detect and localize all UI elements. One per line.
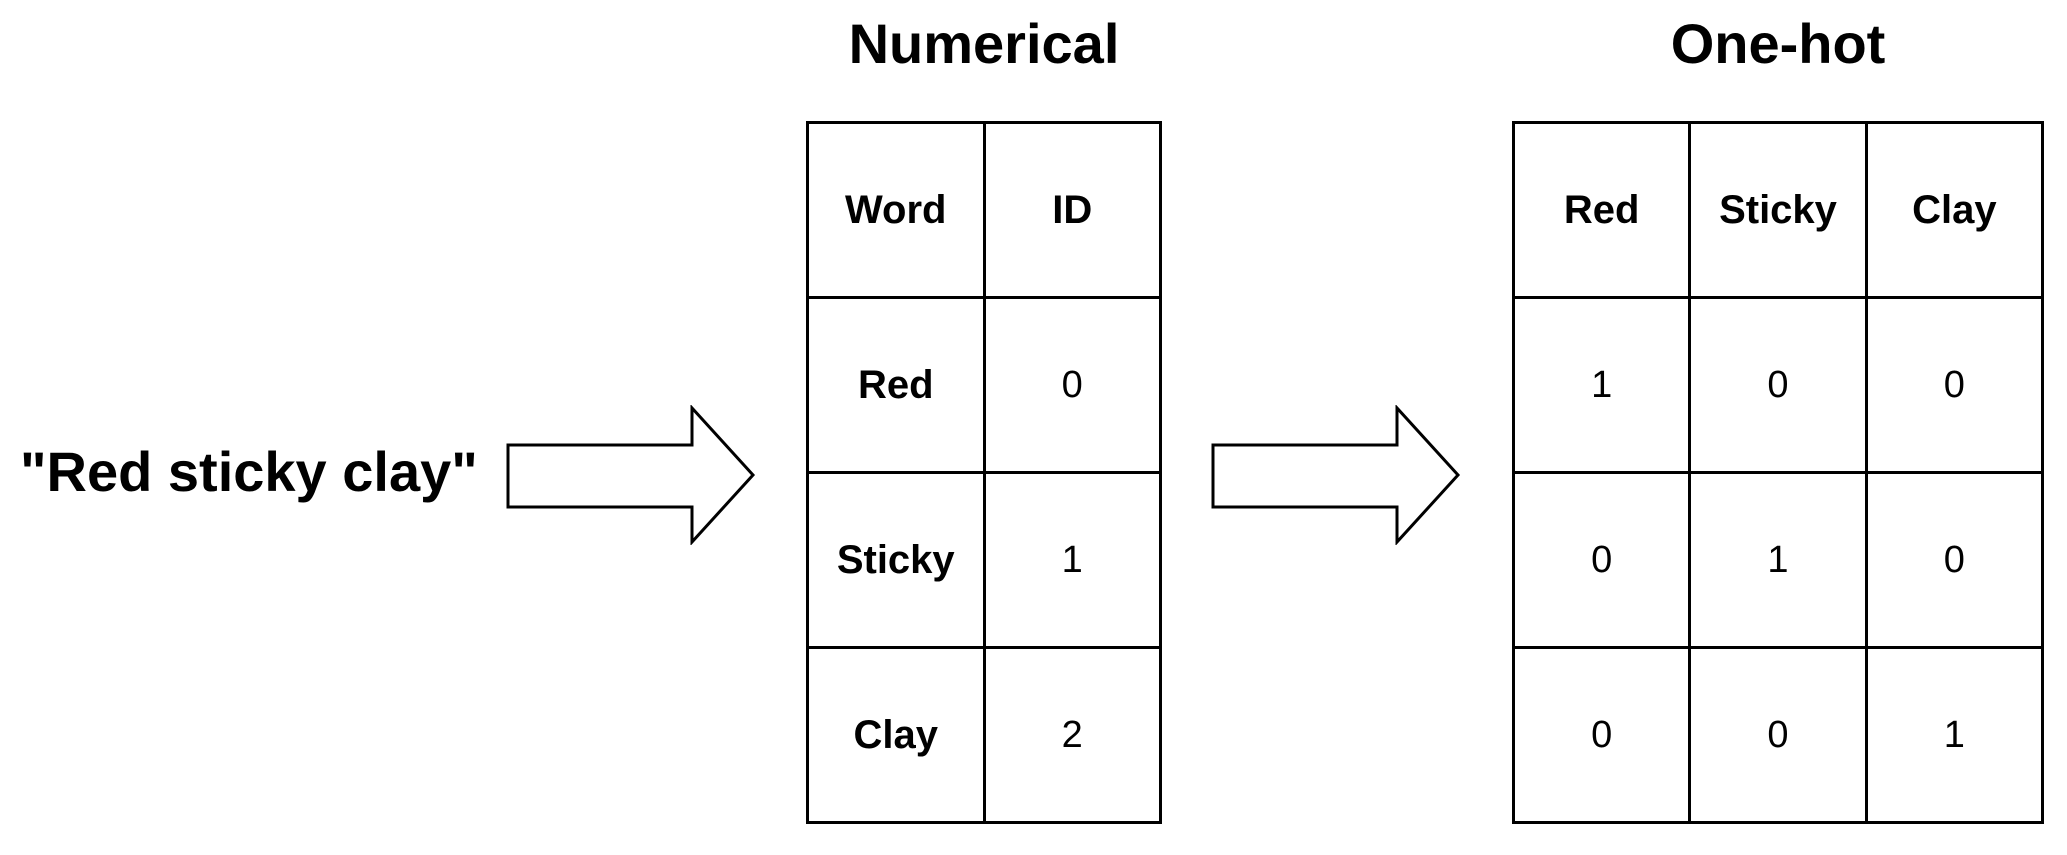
word-cell: Red bbox=[806, 296, 986, 474]
one-hot-cell: 0 bbox=[1688, 646, 1868, 824]
word-cell: Clay bbox=[806, 646, 986, 824]
one-hot-cell: 0 bbox=[1511, 646, 1692, 824]
column-header-sticky: Sticky bbox=[1688, 121, 1868, 299]
table-row: Sticky 1 bbox=[806, 471, 1162, 649]
table-row: 0 1 0 bbox=[1511, 471, 2045, 649]
table-row: 0 0 1 bbox=[1511, 646, 2045, 824]
id-cell: 1 bbox=[982, 471, 1162, 649]
one-hot-cell: 1 bbox=[1864, 646, 2045, 824]
input-phrase: "Red sticky clay" bbox=[20, 440, 478, 503]
column-header-word: Word bbox=[806, 121, 986, 299]
table-header-row: Word ID bbox=[806, 121, 1162, 299]
word-cell: Sticky bbox=[806, 471, 986, 649]
table-row: Clay 2 bbox=[806, 646, 1162, 824]
one-hot-cell: 1 bbox=[1688, 471, 1868, 649]
column-header-clay: Clay bbox=[1864, 121, 2045, 299]
one-hot-cell: 0 bbox=[1864, 471, 2045, 649]
id-cell: 0 bbox=[982, 296, 1162, 474]
one-hot-cell: 0 bbox=[1511, 471, 1692, 649]
right-arrow-icon bbox=[1211, 405, 1461, 545]
one-hot-title: One-hot bbox=[1670, 12, 1886, 75]
id-cell: 2 bbox=[982, 646, 1162, 824]
one-hot-table: Red Sticky Clay 1 0 0 0 1 0 0 0 1 bbox=[1511, 121, 2045, 824]
column-header-red: Red bbox=[1511, 121, 1692, 299]
table-header-row: Red Sticky Clay bbox=[1511, 121, 2045, 299]
numerical-table: Word ID Red 0 Sticky 1 Clay 2 bbox=[806, 121, 1162, 824]
one-hot-cell: 1 bbox=[1511, 296, 1692, 474]
one-hot-cell: 0 bbox=[1864, 296, 2045, 474]
one-hot-cell: 0 bbox=[1688, 296, 1868, 474]
table-row: 1 0 0 bbox=[1511, 296, 2045, 474]
table-row: Red 0 bbox=[806, 296, 1162, 474]
right-arrow-icon bbox=[506, 405, 756, 545]
numerical-title: Numerical bbox=[848, 12, 1120, 75]
column-header-id: ID bbox=[982, 121, 1162, 299]
